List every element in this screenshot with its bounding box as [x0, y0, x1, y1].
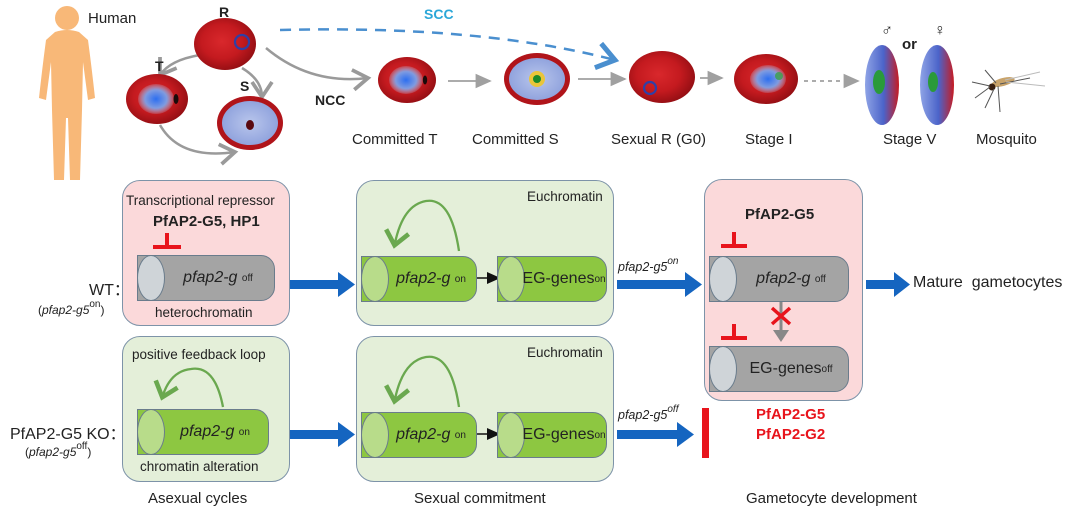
- ko-block-bar: [702, 408, 709, 458]
- gametocyte-male: [865, 45, 899, 125]
- panel-title: Euchromatin: [527, 345, 603, 360]
- ko-row-sublabel: (pfap2-g5off): [25, 441, 92, 459]
- rbc-schizont-stage: [217, 96, 283, 150]
- schizont-label: S: [240, 78, 250, 94]
- activation-arrow: [477, 428, 501, 440]
- wt-row-label: WT：: [89, 282, 130, 299]
- scc-label: SCC: [424, 6, 454, 22]
- repressor-label: PfAP2-G5, HP1: [153, 213, 260, 230]
- human-icon: [39, 6, 95, 180]
- gene-cylinder-pfap2-g: pfap2-g off: [137, 254, 275, 302]
- stage-label-stage-i: Stage I: [745, 131, 793, 148]
- ncc-arrow: [265, 47, 372, 92]
- gene-cylinder-pfap2-g: pfap2-g on: [361, 255, 477, 303]
- ncc-label: NCC: [315, 92, 346, 108]
- feedback-loop-arrow: [384, 199, 461, 252]
- feedback-loop-arrow: [153, 367, 225, 408]
- wt-flow-arrow-2: [617, 272, 702, 297]
- repressor-label: PfAP2-G5: [745, 206, 815, 223]
- ko-row-label: PfAP2-G5 KO：: [10, 426, 126, 443]
- panel-title: Transcriptional repressor: [126, 193, 275, 208]
- rbc-trophozoite-stage: [126, 74, 188, 124]
- rbc-committed-t: [378, 57, 436, 103]
- trophozoite-label: T: [155, 58, 164, 74]
- gametocyte-female: [920, 45, 954, 125]
- rbc-ring-stage: [194, 18, 256, 70]
- panel-title: positive feedback loop: [132, 347, 266, 362]
- rbc-stage-i: [734, 54, 798, 104]
- outcome-label: Mature gametocytes: [913, 274, 1063, 291]
- bottom-repressor-1: PfAP2-G5: [756, 406, 826, 423]
- wt-flow-arrow-3: [866, 272, 910, 297]
- feedback-loop-arrow: [384, 355, 461, 408]
- ko-flow-arrow-2: [617, 422, 694, 447]
- inhibition-icon: [153, 233, 181, 249]
- inhibition-icon: [721, 232, 747, 248]
- scc-arrow: [279, 28, 620, 71]
- wt-flow-arrow-1: [290, 272, 355, 297]
- ring-label: R: [219, 4, 230, 20]
- stage-label-stage-v: Stage V: [883, 131, 937, 148]
- wt-arrow-label: pfap2-g5on: [618, 256, 679, 274]
- ko-flow-arrow-1: [290, 422, 355, 447]
- mosquito-icon: [971, 69, 1046, 113]
- rbc-sexual-ring: [629, 51, 695, 103]
- human-label: Human: [88, 10, 137, 27]
- asexual-cycle-arrows: [158, 53, 274, 166]
- stage-label-committed-s: Committed S: [472, 131, 559, 148]
- phase-label-gametocyte: Gametocyte development: [746, 490, 917, 507]
- or-label: or: [902, 36, 917, 53]
- phase-label-asexual: Asexual cycles: [148, 490, 248, 507]
- panel-footer: heterochromatin: [155, 305, 253, 320]
- inhibition-icon: [721, 324, 747, 340]
- stage-label-sexual-r: Sexual R (G0): [611, 131, 707, 148]
- male-symbol: ♂: [881, 22, 893, 39]
- gene-cylinder-pfap2-g: pfap2-g on: [361, 411, 477, 459]
- gene-cylinder-pfap2-g: pfap2-g off: [709, 255, 849, 303]
- female-symbol: ♀: [934, 22, 946, 39]
- panel-ko-asexual: positive feedback loop pfap2-g on chroma…: [122, 336, 290, 482]
- rbc-committed-s: [504, 53, 570, 105]
- bottom-repressor-2: PfAP2-G2: [756, 426, 826, 443]
- activation-arrow: [477, 272, 501, 284]
- panel-footer: chromatin alteration: [140, 459, 259, 474]
- panel-wt-asexual: Transcriptional repressor PfAP2-G5, HP1 …: [122, 180, 290, 326]
- panel-title: Euchromatin: [527, 189, 603, 204]
- ko-arrow-label: pfap2-g5off: [618, 404, 679, 422]
- stage-label-mosquito: Mosquito: [976, 131, 1037, 148]
- blocked-arrow-icon: [770, 302, 792, 342]
- gene-cylinder-pfap2-g: pfap2-g on: [137, 408, 269, 456]
- phase-label-commitment: Sexual commitment: [414, 490, 546, 507]
- wt-row-sublabel: (pfap2-g5on): [38, 299, 105, 317]
- stage-label-committed-t: Committed T: [352, 131, 438, 148]
